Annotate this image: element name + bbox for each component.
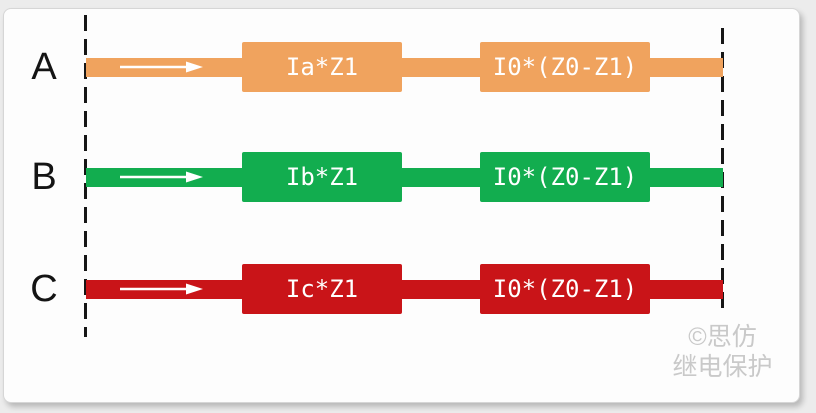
series-impedance-label-b: Ib*Z1: [285, 163, 359, 191]
zero-sequence-impedance-box-a: I0*(Z0-Z1): [480, 42, 650, 92]
series-impedance-label-a: Ia*Z1: [285, 53, 359, 81]
watermark-line2: 继电保护: [672, 353, 773, 381]
phase-label-a: A: [31, 46, 57, 88]
series-impedance-box-b: Ib*Z1: [242, 152, 402, 202]
series-impedance-box-a: Ia*Z1: [242, 42, 402, 92]
zero-sequence-impedance-label-a: I0*(Z0-Z1): [492, 53, 638, 81]
current-direction-arrow-icon: [120, 171, 203, 183]
watermark-line1: ©思仿: [688, 323, 757, 351]
zero-sequence-impedance-label-c: I0*(Z0-Z1): [492, 275, 638, 303]
series-impedance-label-c: Ic*Z1: [285, 275, 359, 303]
zero-sequence-impedance-box-b: I0*(Z0-Z1): [480, 152, 650, 202]
current-direction-arrow-icon: [120, 61, 203, 73]
watermark: ©思仿 继电保护: [645, 322, 800, 382]
current-direction-arrow-icon: [120, 283, 203, 295]
series-impedance-box-c: Ic*Z1: [242, 264, 402, 314]
phase-label-c: C: [30, 268, 58, 310]
zero-sequence-impedance-label-b: I0*(Z0-Z1): [492, 163, 638, 191]
zero-sequence-impedance-box-c: I0*(Z0-Z1): [480, 264, 650, 314]
left-boundary-dashed-line: [84, 15, 87, 337]
phase-label-b: B: [31, 156, 57, 198]
